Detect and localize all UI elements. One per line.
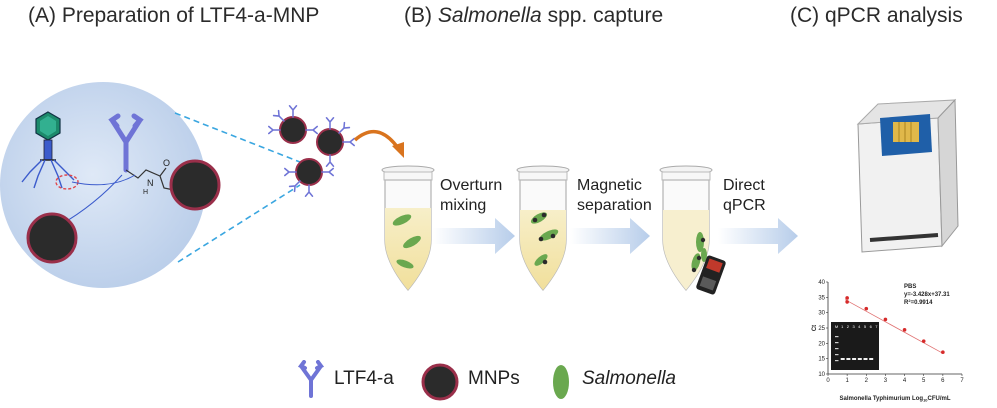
coated-beads-cluster bbox=[268, 105, 355, 197]
gel-band bbox=[846, 358, 851, 360]
step-1-line-1: Overturn bbox=[440, 177, 503, 194]
phage-icon bbox=[21, 111, 79, 190]
gel-lane-label: M bbox=[835, 324, 838, 329]
r2-superscript: 2 bbox=[908, 298, 911, 303]
x-tick-label: 5 bbox=[922, 378, 926, 384]
gel-band bbox=[863, 358, 868, 360]
gel-lane-label: 4 bbox=[858, 324, 861, 329]
gel-inset bbox=[831, 322, 879, 370]
step-label-overturn: Overturn mixing bbox=[440, 176, 502, 216]
r2-symbol: R bbox=[904, 300, 909, 306]
step-2-line-2: separation bbox=[577, 197, 652, 214]
data-point bbox=[845, 300, 849, 304]
bacterium-icon bbox=[553, 365, 569, 399]
step-3-line-1: Direct bbox=[723, 177, 765, 194]
x-tick-label: 4 bbox=[903, 378, 907, 384]
gel-lane-label: 7 bbox=[875, 324, 878, 329]
gel-ladder-band bbox=[835, 360, 839, 362]
x-tick-label: 3 bbox=[884, 378, 888, 384]
step-label-magnetic: Magnetic separation bbox=[577, 176, 652, 216]
gel-ladder-band bbox=[835, 354, 839, 356]
y-tick-label: 35 bbox=[818, 295, 825, 301]
x-axis-label-sub: 10 bbox=[923, 398, 928, 403]
data-point bbox=[864, 306, 869, 311]
legend-label-mnps: MNPs bbox=[468, 368, 520, 389]
gel-lane-label: 3 bbox=[852, 324, 855, 329]
panel-b-rest: spp. capture bbox=[541, 4, 664, 27]
y-tick-label: 40 bbox=[818, 280, 825, 286]
antibody-icon bbox=[297, 360, 325, 398]
zoom-line-top bbox=[174, 112, 301, 163]
panel-b-title: (B) Salmonella spp. capture bbox=[404, 4, 663, 28]
y-tick-label: 10 bbox=[818, 372, 825, 378]
magnet-icon bbox=[696, 255, 726, 295]
svg-text:O: O bbox=[163, 158, 170, 168]
gel-lane-label: 5 bbox=[864, 324, 867, 329]
fit-equation: y=-3.428x+37.31 bbox=[904, 292, 950, 298]
zoom-line-bottom bbox=[177, 184, 301, 263]
gel-lane-label: 6 bbox=[870, 324, 873, 329]
curved-arrow-head bbox=[392, 142, 404, 158]
magnetic-bead-large bbox=[169, 159, 221, 211]
r2-value: =0.9914 bbox=[911, 300, 934, 306]
gel-lane-label: 2 bbox=[847, 324, 850, 329]
x-axis-label-tail: CFU/mL bbox=[928, 396, 951, 402]
qpcr-instrument-icon bbox=[856, 98, 959, 253]
gel-band bbox=[852, 358, 857, 360]
legend-label-ltf4: LTF4-a bbox=[334, 368, 394, 389]
gel-band bbox=[857, 358, 862, 360]
data-point bbox=[902, 328, 907, 332]
step-2-line-1: Magnetic bbox=[577, 177, 642, 194]
y-tick-label: 30 bbox=[818, 311, 825, 317]
curved-arrow bbox=[353, 130, 400, 150]
step-1-line-2: mixing bbox=[440, 197, 487, 214]
panel-a-title: (A) Preparation of LTF4-a-MNP bbox=[28, 4, 320, 27]
x-tick-label: 7 bbox=[960, 378, 964, 384]
legend-label-salmonella: Salmonella bbox=[582, 368, 676, 389]
legend-pbs: PBS bbox=[904, 284, 916, 290]
arrow-step-2 bbox=[570, 218, 650, 254]
arrow-step-1 bbox=[433, 218, 515, 254]
panel-c-title: (C) qPCR analysis bbox=[790, 4, 963, 27]
data-point bbox=[845, 296, 849, 300]
x-axis-label: Salmonella Typhimurium Log10CFU/mL bbox=[839, 396, 950, 403]
gel-ladder-band bbox=[835, 342, 839, 344]
x-tick-label: 1 bbox=[845, 378, 849, 384]
y-tick-label: 15 bbox=[818, 357, 825, 363]
step-3-line-2: qPCR bbox=[723, 197, 766, 214]
gel-ladder-band bbox=[835, 348, 839, 350]
y-tick-label: 25 bbox=[818, 326, 825, 332]
tube-qpcr bbox=[659, 165, 713, 291]
step-label-qpcr: Direct qPCR bbox=[723, 176, 766, 216]
data-point bbox=[921, 339, 926, 343]
fit-r2: R2=0.9914 bbox=[904, 298, 933, 306]
svg-text:N: N bbox=[147, 178, 154, 188]
x-axis-label-main: Salmonella Typhimurium Log bbox=[839, 396, 923, 402]
magnetic-bead-large bbox=[26, 212, 78, 264]
data-point bbox=[941, 350, 945, 355]
y-axis-label: Ct bbox=[812, 325, 818, 331]
svg-text:H: H bbox=[143, 189, 148, 196]
fit-line bbox=[845, 299, 944, 354]
x-tick-label: 0 bbox=[826, 378, 830, 384]
gel-ladder-band bbox=[835, 336, 839, 338]
x-tick-label: 6 bbox=[941, 378, 945, 384]
x-tick-label: 2 bbox=[865, 378, 869, 384]
tube-mixing bbox=[381, 165, 435, 291]
gel-lane-label: 1 bbox=[841, 324, 844, 329]
panel-b-prefix: (B) bbox=[404, 4, 438, 27]
data-point bbox=[883, 317, 888, 322]
magnetic-bead-icon bbox=[421, 363, 459, 401]
arrow-step-3 bbox=[718, 218, 798, 254]
tube-separation bbox=[516, 165, 570, 291]
y-tick-label: 20 bbox=[818, 341, 825, 347]
gel-band bbox=[840, 358, 845, 360]
gel-band bbox=[869, 358, 874, 360]
panel-b-species: Salmonella bbox=[437, 4, 542, 27]
